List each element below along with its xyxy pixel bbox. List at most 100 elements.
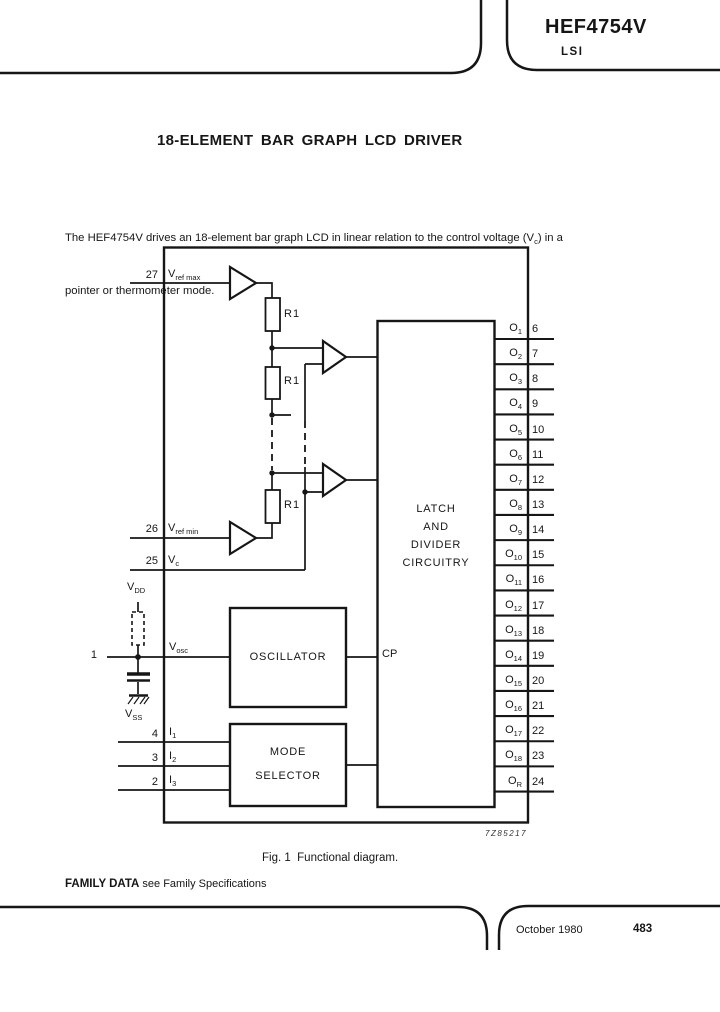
- oscillator-block: [228, 606, 348, 709]
- output-pin-number: 9: [532, 398, 539, 411]
- page-title: 18-ELEMENT BAR GRAPH LCD DRIVER: [157, 132, 463, 149]
- output-symbol-sub: 3: [517, 377, 522, 387]
- output-pin-number: 14: [532, 524, 545, 537]
- pin-26-number: 26: [145, 523, 158, 535]
- description-line-1: The HEF4754V drives an 18-element bar gr…: [65, 232, 563, 246]
- output-symbol: O: [509, 397, 518, 410]
- latch-label-2: AND: [423, 521, 449, 533]
- part-number: HEF4754V: [545, 16, 647, 38]
- resistor-label-3: R1: [284, 499, 301, 511]
- output-symbol: O: [505, 648, 514, 661]
- latch-divider-block: [376, 319, 496, 809]
- header-rule-right: [505, 0, 720, 72]
- output-symbol-sub: 5: [517, 427, 522, 437]
- header-rule-left: [0, 0, 483, 75]
- output-symbol: O: [509, 447, 518, 460]
- signal-vosc: Vosc: [169, 641, 189, 655]
- output-symbol-sub: 13: [513, 628, 522, 638]
- mode-selector-label-1: MODE: [269, 746, 307, 758]
- output-symbol-sub: 9: [517, 528, 522, 538]
- resistor-label-2: R1: [284, 375, 301, 387]
- output-symbol: O: [509, 422, 518, 435]
- pin-3-number: 3: [151, 752, 158, 764]
- output-pin-number: 11: [532, 448, 544, 461]
- family-data-heading: FAMILY DATA: [65, 878, 140, 890]
- output-label: O6: [460, 447, 522, 462]
- output-symbol-sub: 10: [513, 553, 522, 563]
- output-symbol-sub: 8: [517, 502, 522, 512]
- comparator-2: [321, 461, 348, 499]
- mode-selector-block: [228, 722, 348, 808]
- clock-input-label: CP: [382, 648, 398, 660]
- latch-label-1: LATCH: [416, 503, 456, 515]
- output-symbol: O: [505, 623, 514, 636]
- latch-label-3: DIVIDER: [410, 539, 462, 551]
- output-label: O4: [460, 397, 522, 411]
- output-symbol-sub: 11: [514, 578, 522, 588]
- output-pin-number: 13: [532, 498, 545, 511]
- output-pin-number: 24: [532, 775, 545, 788]
- output-symbol: O: [509, 347, 518, 360]
- latch-label-4: CIRCUITRY: [402, 557, 470, 569]
- output-symbol: O: [508, 774, 517, 787]
- diagram-outer-border: [162, 246, 530, 824]
- output-symbol-sub: 2: [517, 352, 522, 362]
- description-line-2: pointer or thermometer mode.: [65, 284, 215, 297]
- output-label: O12: [460, 599, 522, 613]
- output-symbol: O: [505, 548, 514, 561]
- family-data-note: FAMILY DATA see Family Specifications: [65, 878, 267, 890]
- figure-caption: Fig. 1 Functional diagram.: [262, 852, 399, 864]
- pin-4-number: 4: [151, 728, 158, 740]
- output-label: O5: [460, 422, 522, 437]
- footer-date: October 1980: [516, 924, 583, 936]
- output-pin-number: 19: [532, 649, 545, 662]
- output-label: O1: [460, 322, 522, 336]
- comparator-1: [321, 338, 348, 376]
- output-pin-number: 7: [532, 348, 539, 361]
- family-data-text: see Family Specifications: [139, 878, 267, 890]
- output-wires: [494, 337, 554, 793]
- signal-vc: Vc: [168, 554, 180, 568]
- output-pin-number: 8: [532, 373, 539, 386]
- pin-1-number: 1: [90, 649, 97, 661]
- output-label: OR: [460, 774, 522, 789]
- signal-vref-min: Vref min: [168, 522, 199, 536]
- output-symbol: O: [509, 472, 518, 485]
- output-label: O17: [460, 724, 522, 739]
- output-pin-number: 20: [532, 674, 545, 687]
- output-pin-number: 21: [532, 700, 545, 713]
- capacitor-symbol: [127, 672, 150, 682]
- description: The HEF4754V drives an 18-element bar gr…: [65, 195, 563, 335]
- signal-i3: I3: [169, 774, 177, 788]
- repetition-dashed-wires: [271, 418, 306, 470]
- drawing-code: 7Z85217: [485, 829, 528, 838]
- output-symbol-sub: 16: [513, 704, 522, 714]
- output-symbol-sub: 17: [513, 729, 522, 739]
- signal-i2: I2: [169, 750, 177, 764]
- oscillator-label: OSCILLATOR: [249, 651, 327, 663]
- output-pin-number: 10: [532, 423, 545, 436]
- output-pin-number: 18: [532, 624, 545, 637]
- output-label: O11: [460, 573, 522, 588]
- output-symbol: O: [509, 523, 518, 536]
- output-symbol: O: [509, 497, 518, 510]
- output-symbol-sub: 12: [513, 603, 522, 613]
- output-symbol: O: [509, 372, 518, 385]
- pin-27-number: 27: [145, 269, 158, 281]
- family-label: LSI: [561, 46, 584, 58]
- output-symbol: O: [505, 573, 515, 586]
- output-label: O3: [460, 372, 522, 387]
- output-label: O10: [460, 548, 522, 563]
- wires: [107, 282, 378, 791]
- output-symbol-sub: R: [516, 779, 522, 789]
- output-label: O9: [460, 523, 522, 538]
- signal-i1: I1: [169, 726, 177, 740]
- output-pin-number: 23: [532, 750, 545, 763]
- output-pin-number: 17: [532, 599, 545, 612]
- output-pin-number: 12: [532, 473, 545, 486]
- output-pin-number: 6: [532, 323, 539, 335]
- output-symbol: O: [505, 699, 514, 712]
